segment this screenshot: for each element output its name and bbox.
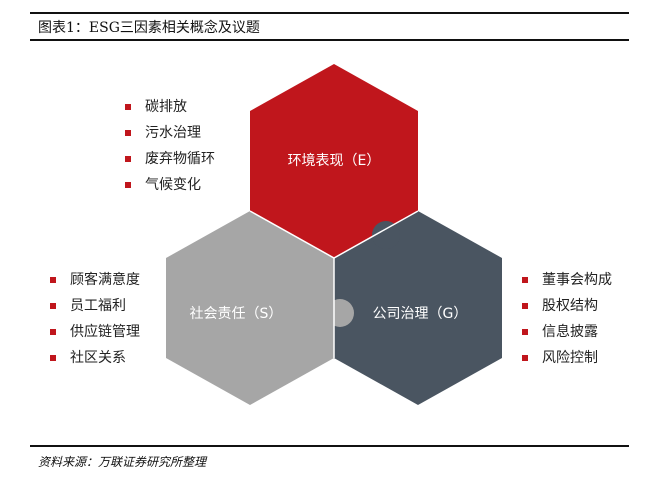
environment-label: 环境表现（E）: [288, 153, 381, 169]
figure-title: 图表1：ESG三因素相关概念及议题: [38, 20, 260, 36]
bottom-rule: [30, 445, 629, 447]
bullet-marker: [125, 104, 131, 110]
social-hexagon: [166, 211, 334, 405]
environment-hexagon: [250, 64, 418, 258]
list-item: 风险控制: [522, 345, 612, 371]
social-label: 社会责任（S）: [190, 306, 283, 322]
list-item: 废弃物循环: [125, 146, 215, 172]
list-item: 董事会构成: [522, 267, 612, 293]
list-item: 气候变化: [125, 172, 215, 198]
top-rule: [30, 12, 629, 14]
bullet-marker: [522, 303, 528, 309]
list-item: 股权结构: [522, 293, 612, 319]
environment-issues-list: 碳排放 污水治理 废弃物循环 气候变化: [125, 94, 215, 198]
governance-hexagon: [334, 211, 502, 405]
governance-issues-list: 董事会构成 股权结构 信息披露 风险控制: [522, 267, 612, 371]
list-item: 污水治理: [125, 120, 215, 146]
title-rule: [30, 39, 629, 41]
list-item: 信息披露: [522, 319, 612, 345]
list-item: 碳排放: [125, 94, 215, 120]
bullet-marker: [522, 355, 528, 361]
bullet-marker: [50, 303, 56, 309]
source-note: 资料来源：万联证券研究所整理: [38, 455, 207, 469]
bullet-marker: [50, 329, 56, 335]
puzzle-knob-e-s: [286, 208, 314, 236]
bullet-marker: [125, 182, 131, 188]
bullet-marker: [50, 355, 56, 361]
list-item: 供应链管理: [50, 319, 140, 345]
bullet-marker: [522, 329, 528, 335]
list-item: 社区关系: [50, 345, 140, 371]
social-issues-list: 顾客满意度 员工福利 供应链管理 社区关系: [50, 267, 140, 371]
bullet-marker: [125, 130, 131, 136]
list-item: 顾客满意度: [50, 267, 140, 293]
puzzle-knob-g-e: [372, 221, 400, 249]
bullet-marker: [125, 156, 131, 162]
list-item: 员工福利: [50, 293, 140, 319]
bullet-marker: [50, 277, 56, 283]
puzzle-knob-s-g: [326, 299, 354, 327]
governance-label: 公司治理（G）: [373, 306, 468, 322]
bullet-marker: [522, 277, 528, 283]
